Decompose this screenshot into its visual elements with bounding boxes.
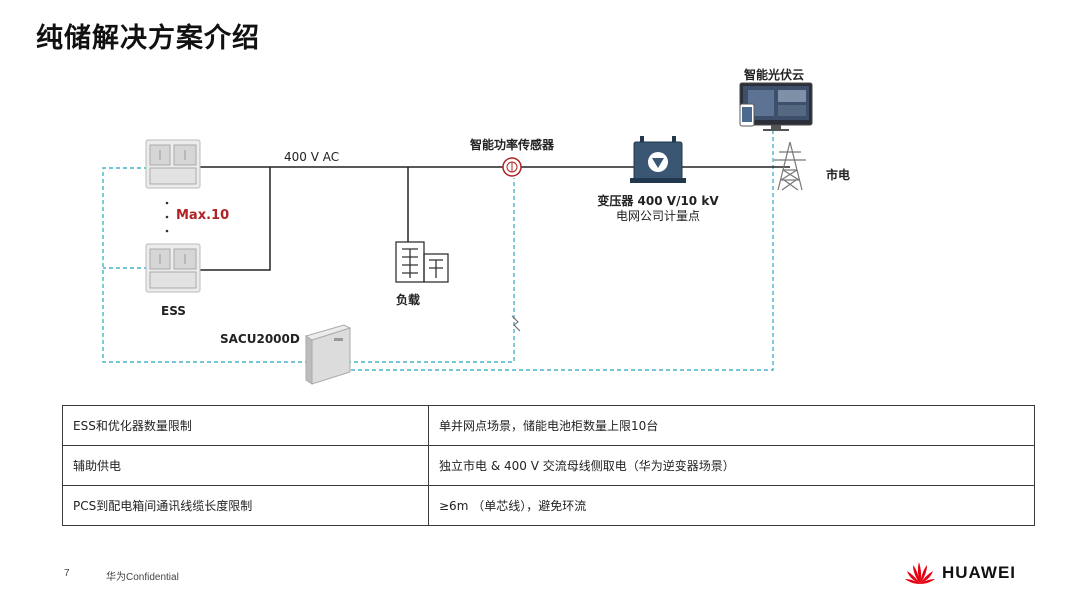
controller-icon: [304, 324, 352, 385]
brand-name: HUAWEI: [942, 563, 1016, 582]
bus-label: 400 V AC: [284, 150, 340, 164]
system-diagram: [102, 82, 813, 385]
sensor-label: 智能功率传感器: [469, 138, 555, 152]
power-sensor-icon: [502, 157, 522, 177]
table-cell-item: 辅助供电: [62, 445, 429, 486]
lightning-icon: [511, 315, 521, 332]
table-cell-desc: 独立市电 & 400 V 交流母线侧取电（华为逆变器场景）: [428, 445, 1035, 486]
ellipsis-dots: [165, 201, 169, 233]
ess-cabinet-icon: [145, 139, 201, 189]
comm-lines: [102, 125, 774, 371]
comm-line-grid: [344, 125, 774, 371]
transformer-sub-label: 电网公司计量点: [615, 209, 701, 223]
power-lines: [200, 166, 790, 271]
transformer-label: 变压器 400 V/10 kV: [597, 194, 719, 208]
confidential-label: 华为Confidential: [106, 572, 179, 583]
cloud-label: 智能光伏云: [743, 68, 805, 82]
controller-label: SACU2000D: [220, 332, 300, 346]
max-count-label: Max.10: [176, 208, 230, 223]
grid-tower-icon: [774, 141, 806, 191]
spec-table: ESS和优化器数量限制 单并网点场景，储能电池柜数量上限10台 辅助供电 独立市…: [62, 405, 1035, 526]
ess-feed-line: [200, 167, 271, 271]
huawei-flower-icon: [905, 562, 935, 584]
ess-cabinet-icon: [145, 243, 201, 293]
table-cell-item: ESS和优化器数量限制: [62, 405, 429, 446]
building-icon: [395, 241, 449, 283]
load-label: 负载: [396, 293, 421, 307]
page-number: 7: [64, 568, 70, 579]
table-cell-desc: 单并网点场景，储能电池柜数量上限10台: [428, 405, 1035, 446]
huawei-logo: HUAWEI: [904, 560, 1016, 586]
ess-label: ESS: [161, 304, 186, 318]
transformer-icon: [630, 136, 686, 183]
page-title: 纯储解决方案介绍: [36, 23, 260, 54]
comm-line-ess-top: [102, 167, 515, 363]
table-cell-item: PCS到配电箱间通讯线缆长度限制: [62, 485, 429, 526]
table-cell-desc: ≥6m （单芯线），避免环流: [428, 485, 1035, 526]
monitor-icon: [739, 82, 813, 131]
grid-label: 市电: [826, 168, 851, 182]
table-row: ESS和优化器数量限制 单并网点场景，储能电池柜数量上限10台: [62, 405, 1035, 446]
table-row: PCS到配电箱间通讯线缆长度限制 ≥6m （单芯线），避免环流: [62, 485, 1035, 526]
table-row: 辅助供电 独立市电 & 400 V 交流母线侧取电（华为逆变器场景）: [62, 445, 1035, 486]
